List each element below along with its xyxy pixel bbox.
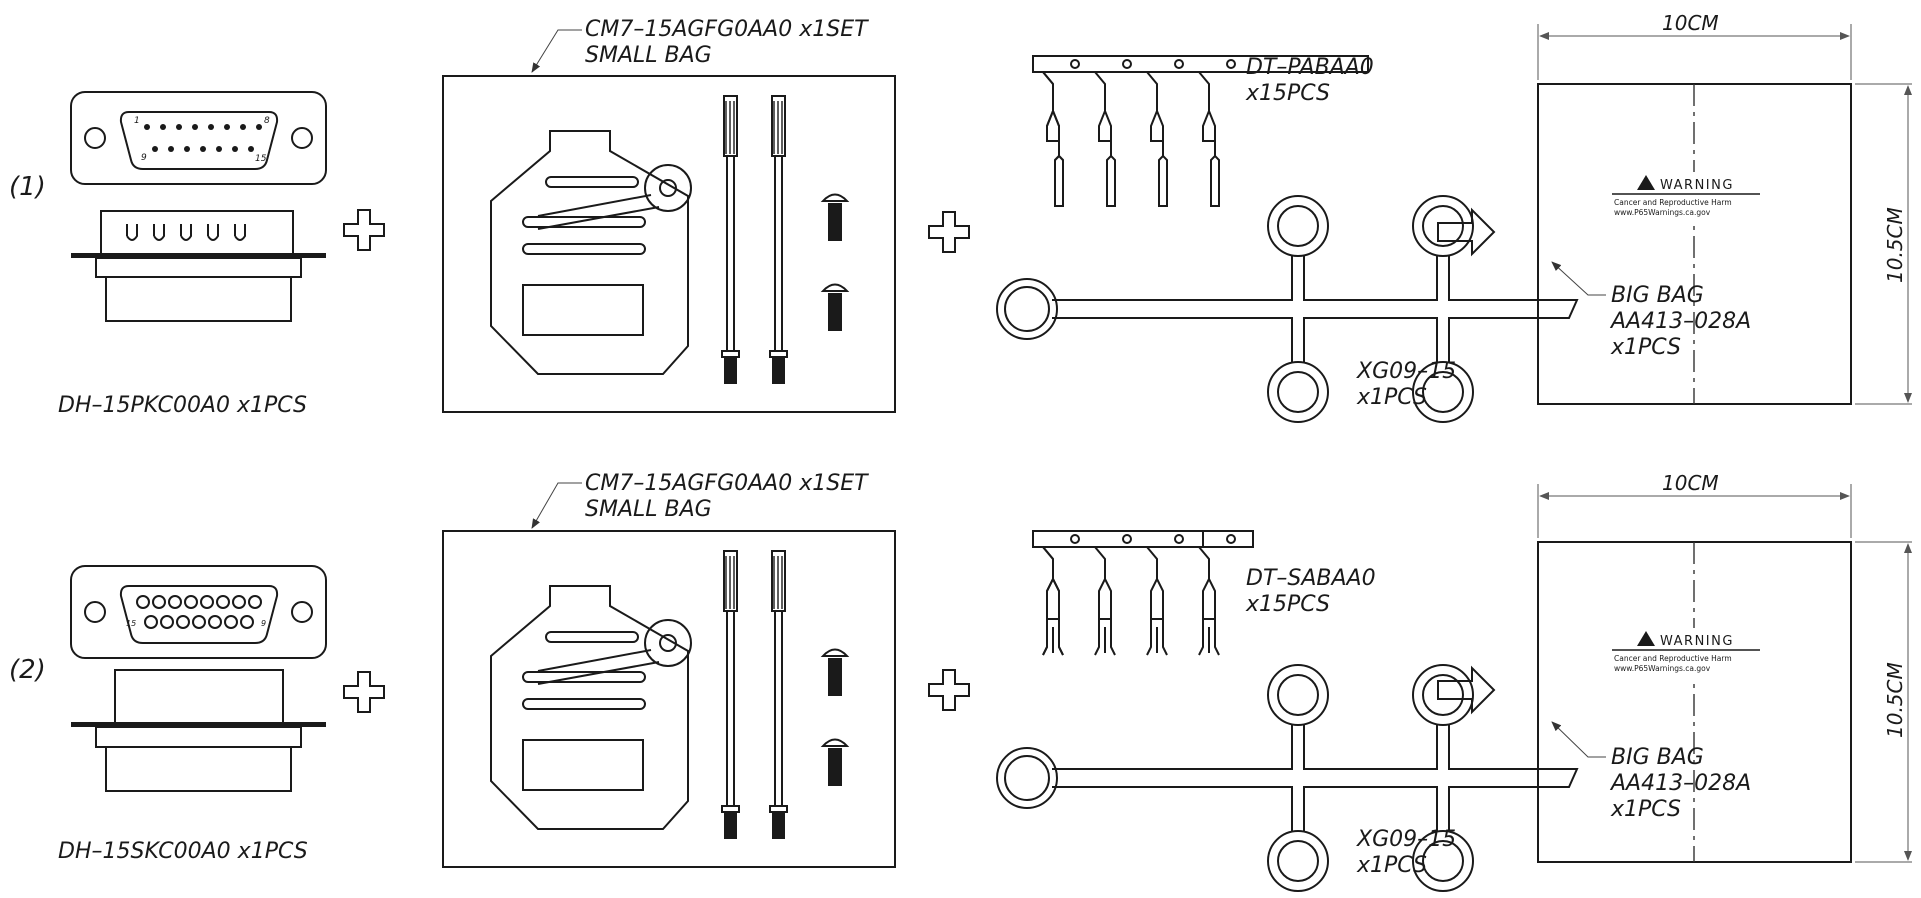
small-bag-label: SMALL BAG [585, 43, 712, 68]
width-dimension-label: 10CM [1662, 11, 1719, 35]
plus-icon [928, 211, 970, 253]
width-dimension-label: 10CM [1662, 471, 1719, 495]
connector-label: DH–15PKC00A0 x1PCS [58, 393, 307, 418]
pin-number-label: 8 [264, 116, 270, 126]
contact-qty-label: x15PCS [1245, 592, 1330, 617]
connector-label: DH–15SKC00A0 x1PCS [58, 839, 308, 864]
big-bag-qty-label: x1PCS [1610, 797, 1681, 822]
warning-title: WARNING [1660, 178, 1734, 193]
arrow-right-icon [1437, 209, 1495, 255]
tree-qty-label: x1PCS [1356, 385, 1427, 410]
tree-qty-label: x1PCS [1356, 853, 1427, 878]
small-bag-label: SMALL BAG [585, 497, 712, 522]
pin-number-label: 9 [141, 153, 147, 163]
svg-text:!: ! [1643, 638, 1647, 648]
warning-url: www.P65Warnings.ca.gov [1614, 208, 1711, 217]
pin-number-label: 15 [255, 154, 267, 164]
svg-text:!: ! [1643, 182, 1647, 192]
leader-line [531, 29, 582, 73]
big-bag: ! WARNING Cancer and Reproductive Harm w… [1537, 471, 1912, 863]
pin-array [144, 124, 262, 152]
small-bag-part-label: CM7–15AGFG0AA0 x1SET [585, 17, 869, 42]
warning-triangle-icon: ! [1637, 175, 1655, 192]
row-2: (2) 15 9 DH–15SKC00A0 x1PCS [9, 471, 1912, 892]
insertion-tool-tree [996, 664, 1578, 892]
small-bag-part-label: CM7–15AGFG0AA0 x1SET [585, 471, 869, 496]
pin-number-label: 15 [126, 619, 136, 628]
warning-triangle-icon: ! [1637, 631, 1655, 648]
plus-icon [928, 669, 970, 711]
backshell-kit [443, 531, 895, 867]
pin-number-label: 9 [261, 619, 266, 628]
big-bag-part-label: AA413–028A [1609, 309, 1751, 334]
plus-icon [343, 209, 385, 251]
tree-part-label: XG09–15 [1356, 359, 1456, 384]
contact-qty-label: x15PCS [1245, 81, 1330, 106]
big-bag: ! WARNING Cancer and Reproductive Harm w… [1537, 11, 1912, 405]
warning-title: WARNING [1660, 634, 1734, 649]
contact-part-label: DT–PABAA0 [1246, 55, 1374, 80]
height-dimension-label: 10.5CM [1883, 662, 1907, 738]
row-1: (1) 1 8 9 15 [9, 11, 1912, 423]
big-bag-label: BIG BAG [1611, 283, 1704, 308]
plus-icon [343, 671, 385, 713]
socket-array [136, 595, 262, 629]
big-bag-label: BIG BAG [1611, 745, 1704, 770]
contact-strip [1032, 55, 1369, 207]
leader-line [1551, 261, 1606, 296]
warning-text: Cancer and Reproductive Harm [1614, 198, 1732, 207]
leader-line [531, 482, 582, 529]
leader-line [1551, 721, 1606, 758]
contact-part-label: DT–SABAA0 [1246, 566, 1376, 591]
insertion-tool-tree [996, 195, 1578, 423]
connector-front-view: 1 8 9 15 [70, 91, 327, 185]
connector-side-view [71, 210, 326, 322]
row-index-label: (1) [9, 172, 46, 202]
connector-side-view [71, 669, 326, 792]
connector-front-view: 15 9 [70, 565, 327, 659]
big-bag-qty-label: x1PCS [1610, 335, 1681, 360]
height-dimension-label: 10.5CM [1883, 207, 1907, 283]
tree-part-label: XG09–15 [1356, 827, 1456, 852]
pin-number-label: 1 [134, 116, 140, 126]
warning-url: www.P65Warnings.ca.gov [1614, 664, 1711, 673]
backshell-kit [443, 76, 895, 412]
big-bag-part-label: AA413–028A [1609, 771, 1751, 796]
contact-strip [1032, 530, 1254, 656]
row-index-label: (2) [9, 655, 46, 685]
warning-text: Cancer and Reproductive Harm [1614, 654, 1732, 663]
